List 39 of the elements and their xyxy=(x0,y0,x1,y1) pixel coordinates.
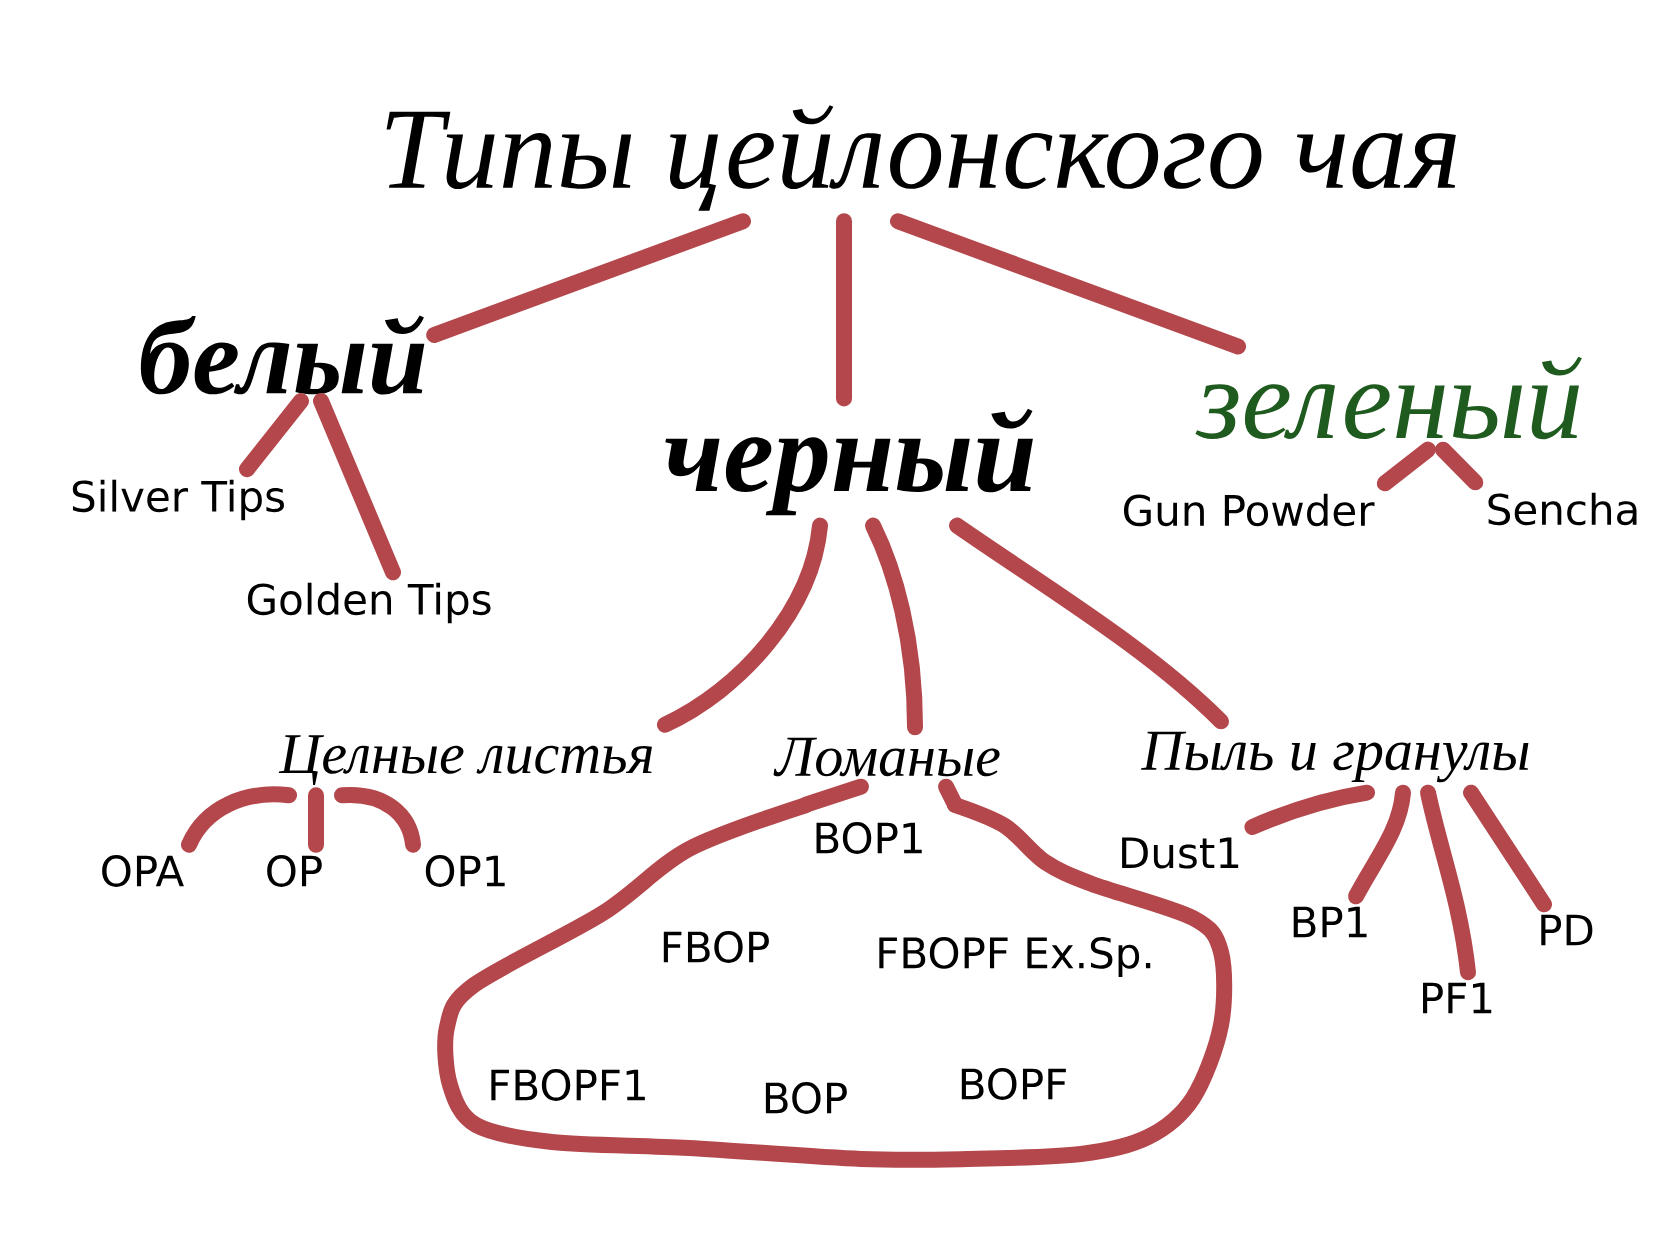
subcategory-label: Ломаные xyxy=(773,737,1000,777)
connector-line xyxy=(949,517,1229,730)
connector-line xyxy=(313,392,401,581)
heading: Типы цейлонского чая xyxy=(386,105,1456,211)
connector-line xyxy=(1244,784,1375,835)
category-label: белый xyxy=(140,315,425,395)
connector-line xyxy=(890,213,1246,355)
grade-label: BOP1 xyxy=(816,822,922,854)
connector-line xyxy=(1420,784,1476,981)
grade-label: Gun Powder xyxy=(1124,493,1375,527)
subcategory-label: Целные листья xyxy=(278,735,652,785)
grade-label: PD xyxy=(1541,914,1593,946)
connector-line xyxy=(308,787,324,853)
connector-line xyxy=(836,213,852,407)
connector-line xyxy=(798,778,963,813)
connector-line xyxy=(239,392,309,478)
grade-label: BOPF xyxy=(961,1068,1066,1100)
subcategory-label: Пыль и гранулы xyxy=(1141,731,1529,783)
grade-label: FBOP xyxy=(663,931,769,963)
connector-line xyxy=(1348,784,1411,905)
grade-label: OP1 xyxy=(425,855,505,887)
connector-line xyxy=(1376,441,1436,492)
connector-line xyxy=(426,213,751,343)
grade-label: BOP xyxy=(765,1082,847,1114)
grade-label: BP1 xyxy=(1293,906,1367,938)
grade-label: FBOPF1 xyxy=(491,1069,645,1101)
grade-label: OPA xyxy=(102,855,184,887)
connector-line xyxy=(865,517,923,736)
connector-line xyxy=(1435,441,1484,491)
grade-label: Sencha xyxy=(1488,492,1637,526)
category-label: зеленый xyxy=(1195,356,1582,440)
grade-label: Golden Tips xyxy=(247,582,491,624)
category-label: черный xyxy=(665,408,1033,516)
grade-label: Silver Tips xyxy=(72,479,284,521)
grade-label: FBOPF Ex.Sp. xyxy=(879,937,1151,977)
connector-line xyxy=(1463,784,1552,913)
grade-label: PF1 xyxy=(1423,982,1492,1014)
grade-label: OP xyxy=(267,855,322,887)
connector-line xyxy=(656,517,828,733)
